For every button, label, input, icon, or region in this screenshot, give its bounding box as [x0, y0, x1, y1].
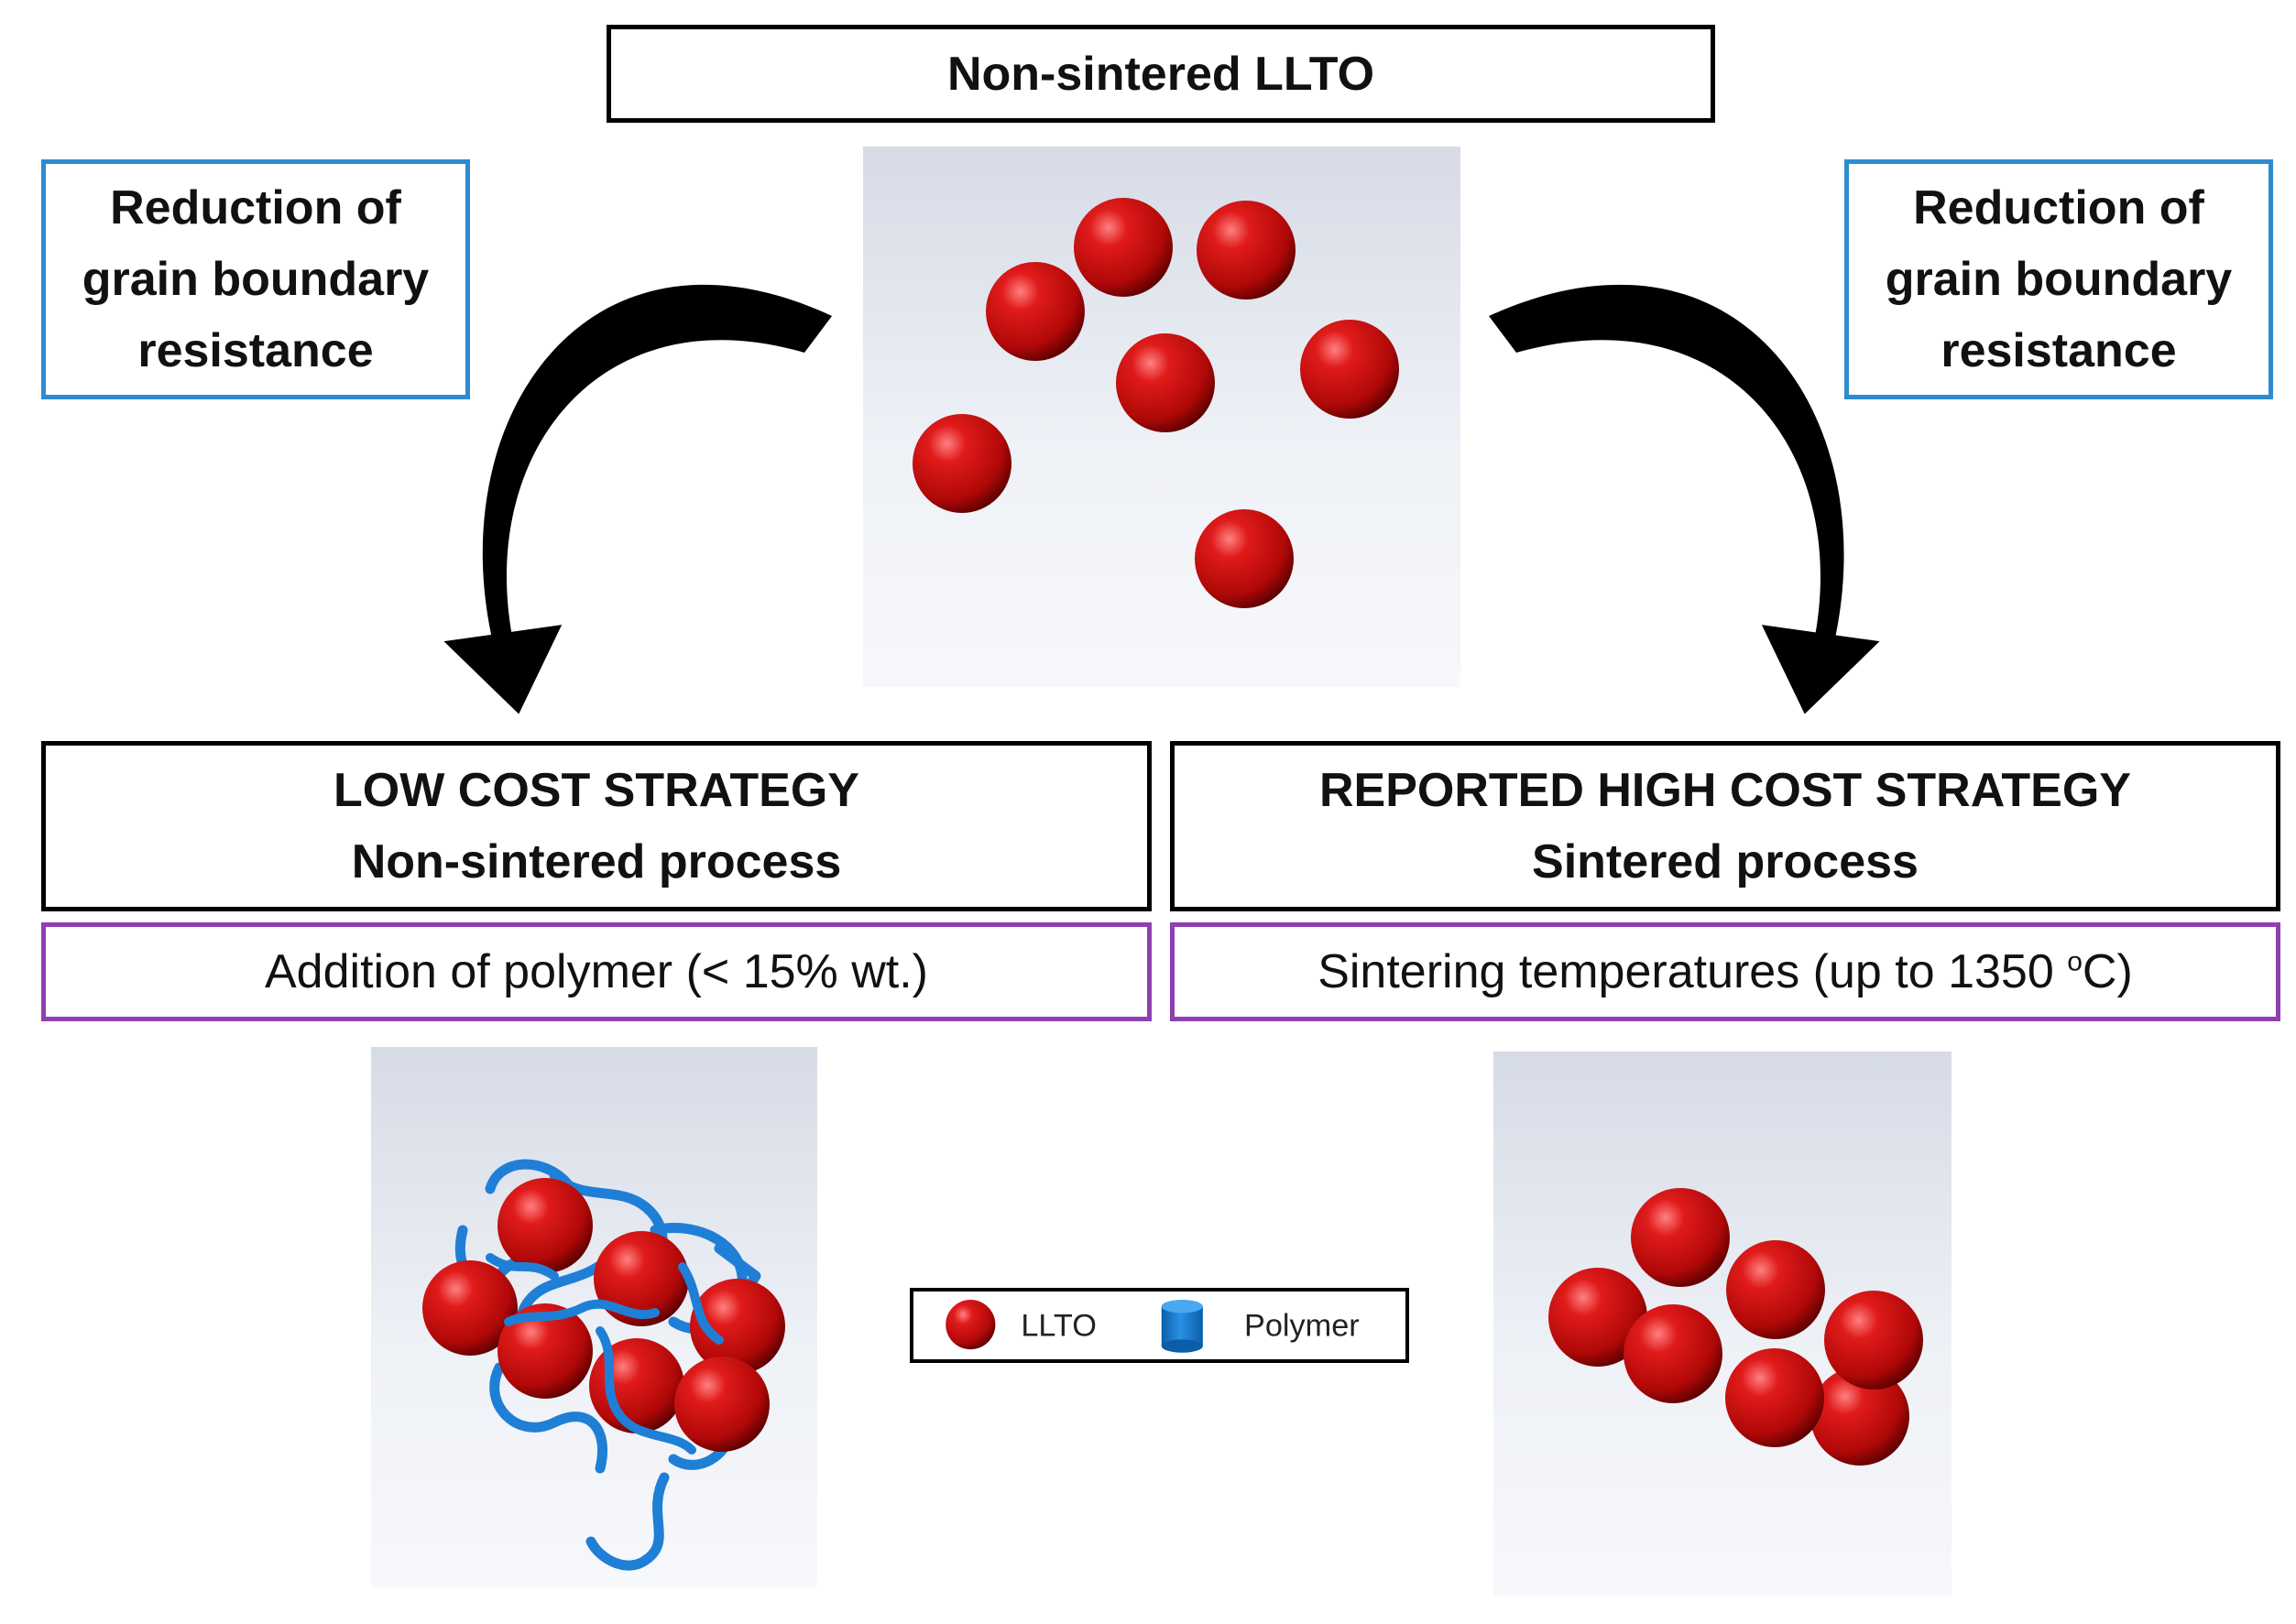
dispersed-llto-illustration: [913, 198, 1399, 608]
llto-sphere: [690, 1279, 785, 1374]
curved-arrow-left-icon: [443, 284, 832, 714]
polymer-legend-icon: [1161, 1300, 1203, 1353]
llto-legend-icon: [946, 1300, 996, 1350]
llto-sphere: [1624, 1304, 1722, 1403]
title-box: Non-sintered LLTO: [607, 25, 1715, 123]
llto-sphere: [913, 414, 1011, 513]
llto-sphere: [674, 1357, 770, 1452]
llto-sphere: [1197, 201, 1296, 300]
llto-sphere: [1726, 1240, 1825, 1339]
degree-superscript: o: [2067, 946, 2083, 977]
llto-sphere: [422, 1260, 518, 1356]
polymer-llto-illustration: [422, 1159, 785, 1571]
legend-graphic: LLTO Polymer: [946, 1300, 1360, 1353]
left-note-box: Reduction of grain boundary resistance: [41, 159, 470, 399]
left-note-line-2: grain boundary: [82, 253, 430, 306]
llto-sphere: [986, 262, 1085, 361]
polymer-chains-front: [486, 1253, 724, 1455]
llto-sphere: [1548, 1268, 1647, 1367]
high-cost-heading: REPORTED HIGH COST STRATEGY: [1319, 764, 2131, 817]
polymer-composite-panel: [371, 1047, 817, 1587]
right-note-line-2: grain boundary: [1885, 253, 2233, 306]
legend-polymer-label: Polymer: [1244, 1309, 1360, 1344]
llto-sphere: [589, 1338, 684, 1433]
low-cost-heading: LOW COST STRATEGY: [333, 764, 859, 817]
llto-sphere: [1116, 333, 1215, 432]
llto-sphere: [1195, 509, 1294, 608]
sintered-llto-illustration: [1548, 1188, 1923, 1466]
low-cost-subheading: Non-sintered process: [351, 835, 842, 888]
left-note-line-3: resistance: [137, 324, 374, 377]
llto-sphere: [1810, 1367, 1909, 1466]
high-cost-detail-prefix: Sintering temperatures (up to 1350: [1317, 945, 2068, 998]
right-note-line-1: Reduction of: [1913, 181, 2204, 234]
top-particles-panel: [863, 147, 1460, 687]
legend: LLTO Polymer: [910, 1288, 1409, 1363]
sintered-panel: [1493, 1052, 1952, 1597]
right-note-box: Reduction of grain boundary resistance: [1844, 159, 2273, 399]
right-note-line-3: resistance: [1941, 324, 2177, 377]
llto-sphere: [1631, 1188, 1730, 1287]
llto-sphere: [1074, 198, 1173, 297]
llto-sphere: [1725, 1348, 1824, 1447]
high-cost-detail: Sintering temperatures (up to 1350 oC): [1317, 944, 2133, 999]
llto-sphere: [497, 1303, 593, 1399]
curved-arrow-right-icon: [1489, 284, 1880, 714]
left-note-line-1: Reduction of: [110, 181, 401, 234]
llto-sphere: [1824, 1291, 1923, 1390]
low-cost-strategy-box: LOW COST STRATEGY Non-sintered process: [41, 741, 1152, 911]
llto-sphere: [594, 1231, 689, 1326]
diagram-title: Non-sintered LLTO: [946, 47, 1375, 101]
high-cost-detail-suffix: C): [2082, 945, 2133, 998]
high-cost-detail-box: Sintering temperatures (up to 1350 oC): [1170, 922, 2280, 1021]
high-cost-strategy-box: REPORTED HIGH COST STRATEGY Sintered pro…: [1170, 741, 2280, 911]
legend-llto-label: LLTO: [1021, 1309, 1097, 1344]
low-cost-detail: Addition of polymer (< 15% wt.): [265, 945, 928, 998]
high-cost-subheading: Sintered process: [1532, 835, 1919, 888]
low-cost-detail-box: Addition of polymer (< 15% wt.): [41, 922, 1152, 1021]
llto-sphere: [497, 1178, 593, 1273]
llto-sphere: [1300, 320, 1399, 419]
